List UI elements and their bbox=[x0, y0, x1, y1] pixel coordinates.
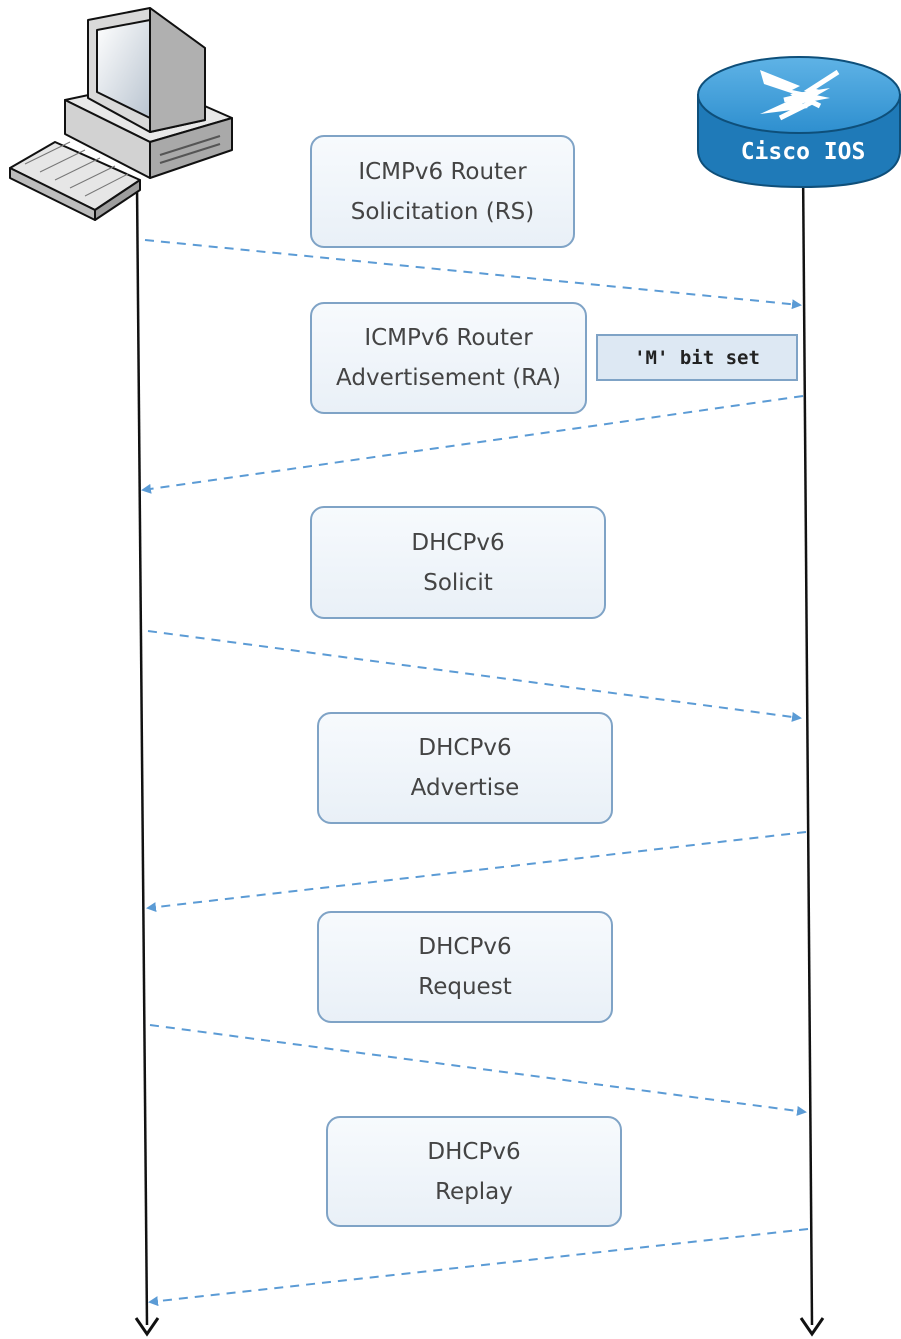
message-ra-line1: ICMPv6 Router bbox=[364, 325, 533, 351]
message-request-line2: Request bbox=[418, 974, 512, 1000]
message-solicit-line2: Solicit bbox=[423, 569, 493, 596]
message-box-ra: ICMPv6 Router Advertisement (RA) bbox=[310, 302, 587, 414]
message-advertise-line1: DHCPv6 bbox=[418, 735, 512, 761]
host-lifeline bbox=[134, 184, 160, 1337]
message-solicit-line1: DHCPv6 bbox=[411, 529, 505, 556]
message-replay-line1: DHCPv6 bbox=[427, 1138, 521, 1165]
arrow-dhcp-solicit bbox=[147, 630, 802, 722]
computer-icon bbox=[9, 7, 233, 221]
message-rs-line1: ICMPv6 Router bbox=[358, 158, 527, 185]
message-box-dhcp-replay: DHCPv6 Replay bbox=[326, 1116, 622, 1227]
arrow-rs bbox=[144, 239, 802, 310]
arrow-dhcp-request bbox=[149, 1024, 807, 1116]
message-box-dhcp-advertise: DHCPv6 Advertise bbox=[317, 712, 613, 824]
arrow-dhcp-replay bbox=[148, 1228, 809, 1307]
m-bit-note: 'M' bit set bbox=[596, 334, 798, 381]
message-rs-line2: Solicitation (RS) bbox=[350, 198, 535, 225]
message-ra-line2: Advertisement (RA) bbox=[336, 365, 561, 391]
message-replay-line2: Replay bbox=[435, 1178, 513, 1205]
router-icon: Cisco IOS bbox=[697, 56, 901, 189]
message-advertise-line2: Advertise bbox=[410, 775, 520, 801]
message-box-dhcp-request: DHCPv6 Request bbox=[317, 911, 613, 1023]
message-request-line1: DHCPv6 bbox=[418, 934, 512, 960]
router-label: Cisco IOS bbox=[741, 139, 866, 165]
router-lifeline bbox=[799, 164, 825, 1337]
message-box-rs: ICMPv6 Router Solicitation (RS) bbox=[310, 135, 575, 248]
message-box-dhcp-solicit: DHCPv6 Solicit bbox=[310, 506, 606, 619]
arrow-dhcp-advertise bbox=[146, 831, 807, 913]
